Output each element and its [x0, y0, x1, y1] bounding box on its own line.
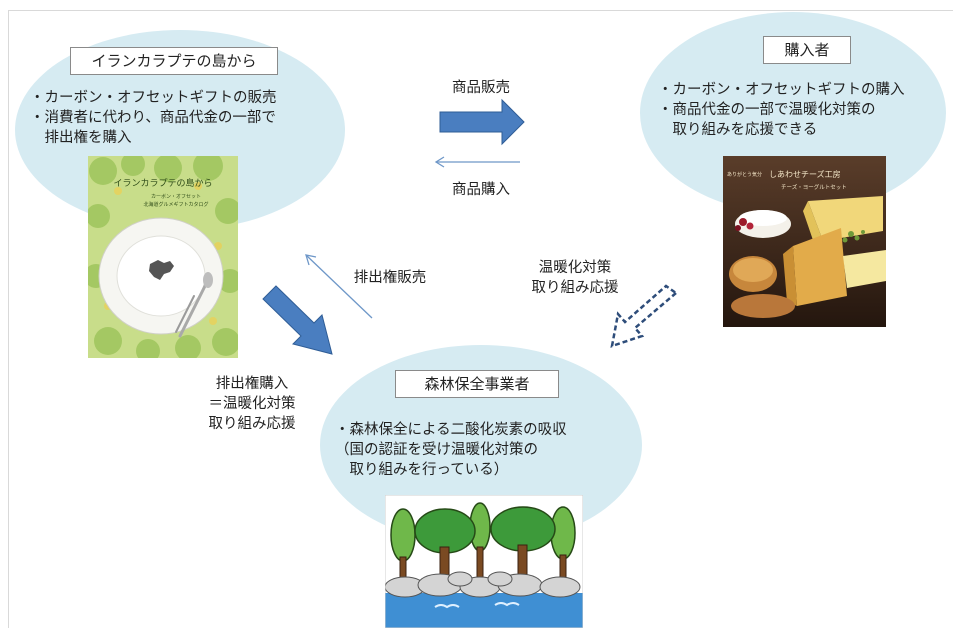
- catalog-cover-image: イランカラプテの島から カーボン・オフセット 北海道グルメギフトカタログ: [88, 156, 238, 358]
- sale-arrow: [439, 98, 525, 146]
- forest-art: [385, 495, 583, 628]
- purchase-label: 商品購入: [452, 182, 510, 198]
- cheese-product-art: ありがとう気分 しあわせチーズ工房 チーズ・ヨーグルトセット: [723, 156, 886, 327]
- buyer-bullet-1: ・カーボン・オフセットギフトの購入: [658, 82, 905, 98]
- purchase-arrow: [434, 156, 520, 168]
- seller-title: イランカラプテの島から: [70, 47, 278, 75]
- sale-label: 商品販売: [452, 80, 510, 96]
- credit-sale-label: 排出権販売: [353, 270, 427, 286]
- credit-sale-arrow: [305, 254, 373, 319]
- credit-purchase-labels: 排出権購入 ＝温暖化対策 取り組み応援: [192, 374, 312, 434]
- buyer-title: 購入者: [763, 36, 851, 64]
- seller-bullets: ・カーボン・オフセットギフトの販売 ・消費者に代わり、商品代金の一部で 排出権を…: [30, 88, 277, 148]
- frame-left-line: [8, 10, 9, 628]
- credit-purchase-line-1: 排出権購入: [215, 376, 289, 392]
- seller-bullet-2: ・消費者に代わり、商品代金の一部で: [30, 110, 276, 126]
- support-line-2: 取り組み応援: [531, 280, 619, 296]
- credit-purchase-line-2: ＝温暖化対策: [208, 396, 296, 412]
- product-line1-text: ありがとう気分: [727, 171, 762, 178]
- forest-bullets: ・森林保全による二酸化炭素の吸収 （国の認証を受け温暖化対策の 取り組みを行って…: [335, 420, 567, 480]
- support-dashed-arrow: [610, 284, 679, 348]
- credit-purchase-line-3: 取り組み応援: [208, 416, 296, 432]
- forest-bullet-3: 取り組みを行っている）: [335, 462, 509, 478]
- forest-title: 森林保全事業者: [395, 370, 559, 398]
- support-labels: 温暖化対策 取り組み応援: [520, 258, 630, 298]
- forest-bullet-1: ・森林保全による二酸化炭素の吸収: [335, 422, 567, 438]
- product-line2-text: しあわせチーズ工房: [769, 169, 841, 179]
- cheese-product-image: ありがとう気分 しあわせチーズ工房 チーズ・ヨーグルトセット: [723, 156, 886, 327]
- forest-illustration: [385, 495, 583, 628]
- seller-bullet-1: ・カーボン・オフセットギフトの販売: [30, 90, 277, 106]
- buyer-bullet-3: 取り組みを応援できる: [658, 122, 818, 138]
- catalog-title-text: イランカラプテの島から: [113, 177, 212, 189]
- frame-top-line: [8, 10, 953, 11]
- product-line3-text: チーズ・ヨーグルトセット: [781, 183, 847, 191]
- catalog-sub1-text: カーボン・オフセット: [151, 193, 201, 200]
- support-line-1: 温暖化対策: [538, 260, 612, 276]
- catalog-sub2-text: 北海道グルメギフトカタログ: [143, 201, 208, 208]
- credit-purchase-arrow: [262, 285, 333, 355]
- catalog-cover-art: イランカラプテの島から カーボン・オフセット 北海道グルメギフトカタログ: [88, 156, 238, 358]
- buyer-bullet-2: ・商品代金の一部で温暖化対策の: [658, 102, 876, 118]
- seller-bullet-3: 排出権を購入: [30, 130, 132, 146]
- forest-bullet-2: （国の認証を受け温暖化対策の: [335, 442, 538, 458]
- buyer-bullets: ・カーボン・オフセットギフトの購入 ・商品代金の一部で温暖化対策の 取り組みを応…: [658, 80, 905, 140]
